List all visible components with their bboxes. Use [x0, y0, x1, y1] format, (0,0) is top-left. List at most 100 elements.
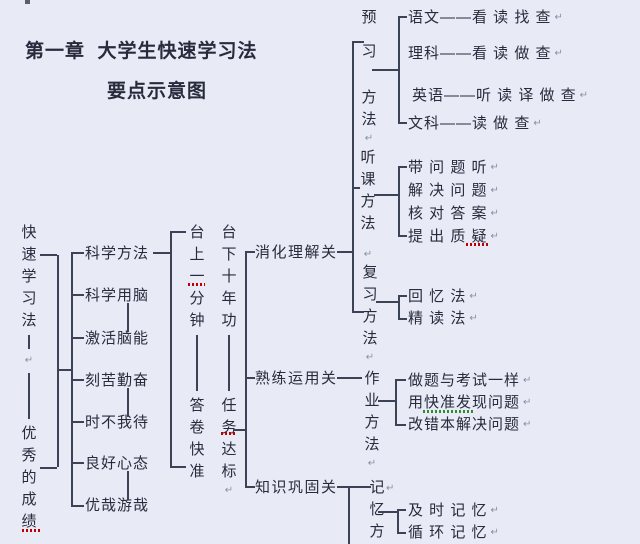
paragraph-mark: ↵: [523, 374, 532, 386]
connector-line: [245, 377, 255, 379]
chapter-title: 第一章 大学生快速学习法: [25, 41, 258, 62]
memory-method-column: 记忆方: [369, 479, 385, 540]
connector-line: [395, 379, 397, 426]
connector-line: [378, 511, 397, 513]
gate-label: 知识巩固关: [255, 479, 338, 496]
connector-line: [337, 251, 352, 253]
connector-line: [71, 421, 84, 423]
paragraph-mark: ↵: [523, 396, 532, 408]
stray-mark: [25, 0, 30, 4]
leaf-item: 及 时 记 忆↵: [408, 502, 499, 519]
spellcheck-underline-red: [22, 529, 40, 532]
connector-line: [397, 532, 406, 534]
principle-item: 优哉游哉: [85, 497, 150, 514]
paragraph-mark: ↵: [523, 418, 532, 430]
gate-label: 消化理解关: [255, 244, 338, 261]
connector-line: [376, 301, 398, 303]
stage-proverb-column-2: 台下十年功任务达标↵: [221, 224, 237, 496]
connector-line: [398, 166, 407, 168]
root-goal-column: 快速学习法↵优秀的成绩: [21, 224, 37, 530]
connector-line: [71, 337, 84, 339]
connector-line: [348, 486, 350, 544]
leaf-item: 循 环 记 忆↵: [408, 524, 499, 541]
diagram-subtitle: 要点示意图: [107, 81, 208, 102]
connector-line: [233, 429, 245, 431]
connector-line: [398, 166, 400, 237]
connector-line: [352, 41, 364, 43]
paragraph-mark: ↵: [386, 483, 395, 494]
leaf-item: 精 读 法↵: [408, 310, 478, 327]
connector-line: [395, 424, 406, 426]
paragraph-mark: ↵: [469, 312, 478, 324]
paragraph-mark: ↵: [554, 11, 563, 23]
connector-line: [374, 194, 398, 196]
connector-line: [153, 252, 170, 254]
homework-method-column: 作业方法↵: [364, 370, 380, 469]
connector-line: [378, 400, 395, 402]
connector-line: [127, 303, 129, 332]
connector-line: [337, 377, 362, 379]
connector-line: [170, 231, 172, 468]
principle-item: 激活脑能: [85, 330, 150, 347]
connector-line: [352, 187, 360, 189]
leaf-item: 提 出 质 疑↵: [408, 228, 499, 245]
principle-item: 刻苦勤奋: [85, 372, 150, 389]
paragraph-mark: ↵: [469, 290, 478, 302]
connector-line: [398, 318, 407, 320]
connector-line: [395, 379, 406, 381]
paragraph-mark: ↵: [490, 161, 499, 173]
connector-line: [245, 251, 247, 488]
preview-method-column: 预习方法↵: [361, 9, 377, 144]
leaf-item: 核 对 答 案↵: [408, 205, 499, 222]
connector-line: [57, 369, 71, 371]
gate-label: 熟练运用关: [255, 370, 338, 387]
leaf-item: 做题与考试一样↵: [408, 372, 532, 389]
connector-line: [40, 467, 57, 469]
principle-item: 科学方法: [85, 245, 150, 262]
connector-line: [352, 311, 364, 313]
paragraph-mark: ↵: [490, 184, 499, 196]
leaf-item: 回 忆 法↵: [408, 288, 478, 305]
connector-line: [71, 252, 84, 254]
connector-line: [398, 235, 407, 237]
connector-line: [170, 231, 186, 233]
stage-proverb-column-1: 台上一分钟答卷快准: [189, 224, 205, 480]
connector-line: [397, 509, 406, 511]
connector-line: [127, 471, 129, 500]
spellcheck-underline-red: [466, 243, 488, 246]
connector-line: [170, 466, 186, 468]
paragraph-mark: ↵: [533, 117, 542, 129]
leaf-item: 解 决 问 题↵: [408, 182, 499, 199]
paragraph-mark: ↵: [490, 504, 499, 516]
spellcheck-underline-red: [221, 432, 236, 435]
paragraph-mark: ↵: [490, 526, 499, 538]
principle-item: 时不我待: [85, 414, 150, 431]
connector-line: [127, 388, 129, 417]
paragraph-mark: ↵: [579, 89, 589, 101]
spellcheck-underline-red: [188, 283, 205, 286]
leaf-item: 带 问 题 听↵: [408, 159, 499, 176]
connector-line: [71, 505, 84, 507]
paragraph-mark: ↵: [554, 47, 563, 59]
leaf-item: 文科——读 做 查↵: [408, 115, 542, 132]
connector-line: [398, 122, 407, 124]
listen-method-column: 听课方法↵: [360, 149, 376, 260]
connector-line: [245, 486, 255, 488]
connector-line: [398, 16, 400, 124]
principle-item: 科学用脑: [85, 287, 150, 304]
connector-line: [397, 509, 399, 534]
connector-line: [398, 295, 400, 320]
leaf-item: 英语——听 读 译 做 查↵: [412, 87, 589, 104]
spellcheck-underline-green: [423, 410, 473, 413]
leaf-item: 语文——看 读 找 查↵: [408, 9, 563, 26]
connector-line: [71, 379, 84, 381]
connector-line: [398, 295, 407, 297]
connector-line: [71, 462, 84, 464]
connector-line: [57, 255, 59, 467]
connector-line: [71, 294, 84, 296]
connector-line: [337, 486, 371, 488]
leaf-item: 改错本解决问题↵: [408, 416, 532, 433]
paragraph-mark: ↵: [490, 230, 499, 242]
connector-line: [245, 251, 255, 253]
